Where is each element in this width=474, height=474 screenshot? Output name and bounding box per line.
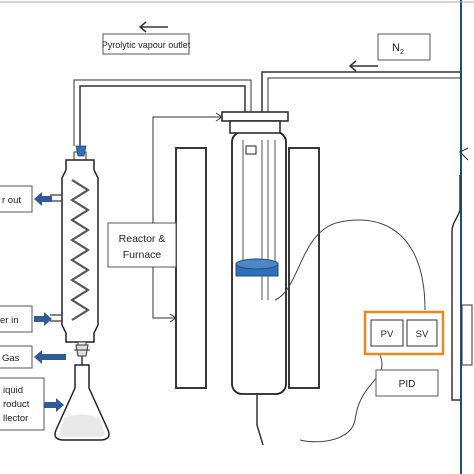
liquid-label-line1: iquid (3, 385, 23, 396)
reactor-label-line1: Reactor & (119, 233, 166, 245)
reactor-outlet-tube (256, 394, 264, 446)
arrow-left-icon (34, 350, 42, 364)
liquid-label-line2: roduct (3, 399, 30, 410)
gas-arrow (34, 350, 66, 364)
gas-label-box (0, 345, 33, 369)
water-out-label: r out (2, 195, 21, 206)
arrow-left-icon (138, 21, 147, 33)
collected-liquid (59, 414, 105, 437)
reactor-leader-arrows (152, 112, 223, 323)
water-out-arrow (34, 192, 52, 206)
right-frame (460, 0, 474, 474)
pid-label-box (375, 369, 439, 397)
gas-label: Gas (2, 353, 20, 364)
furnace-right-panel (288, 147, 320, 389)
sv-label: SV (416, 329, 429, 340)
arrow-left-icon (34, 192, 42, 206)
condenser (61, 151, 99, 357)
pv-display (370, 319, 404, 347)
n2-cylinder (451, 147, 473, 401)
stopcock-icon (74, 344, 90, 357)
liquid-label-line3: llector (3, 413, 28, 424)
clamp-icon (75, 145, 87, 157)
reactor-label-box (107, 222, 177, 268)
pv-label: PV (381, 329, 394, 340)
vapour-outlet-arrow (138, 21, 168, 33)
n2-label-box (377, 33, 431, 61)
vapour-line (73, 79, 252, 146)
n2-line (261, 71, 460, 112)
furnace-left-panel (175, 147, 207, 389)
pid-label: PID (399, 379, 416, 390)
arrow-right-icon (56, 398, 64, 412)
water-in-label: er in (0, 315, 18, 326)
water-in-port (50, 314, 62, 322)
water-in-label-box (0, 305, 33, 333)
reactor-label-line2: Furnace (123, 249, 162, 261)
sv-display (406, 319, 438, 347)
thermocouple-wire (274, 219, 426, 311)
n2-inlet-arrow (348, 60, 378, 72)
sample-basket (235, 258, 279, 277)
water-in-arrow (34, 312, 52, 326)
water-out-label-box (0, 185, 33, 213)
liquid-collector-arrow (44, 398, 64, 412)
reactor-head (221, 111, 289, 155)
vapour-outlet-label-box (102, 33, 190, 55)
arrow-right-icon (44, 312, 52, 326)
arrow-left-icon (348, 60, 357, 72)
liquid-collector-label-box (0, 377, 45, 431)
n2-label: N2 (392, 42, 404, 56)
vapour-outlet-label: Pyrolytic vapour outlet (102, 40, 191, 50)
